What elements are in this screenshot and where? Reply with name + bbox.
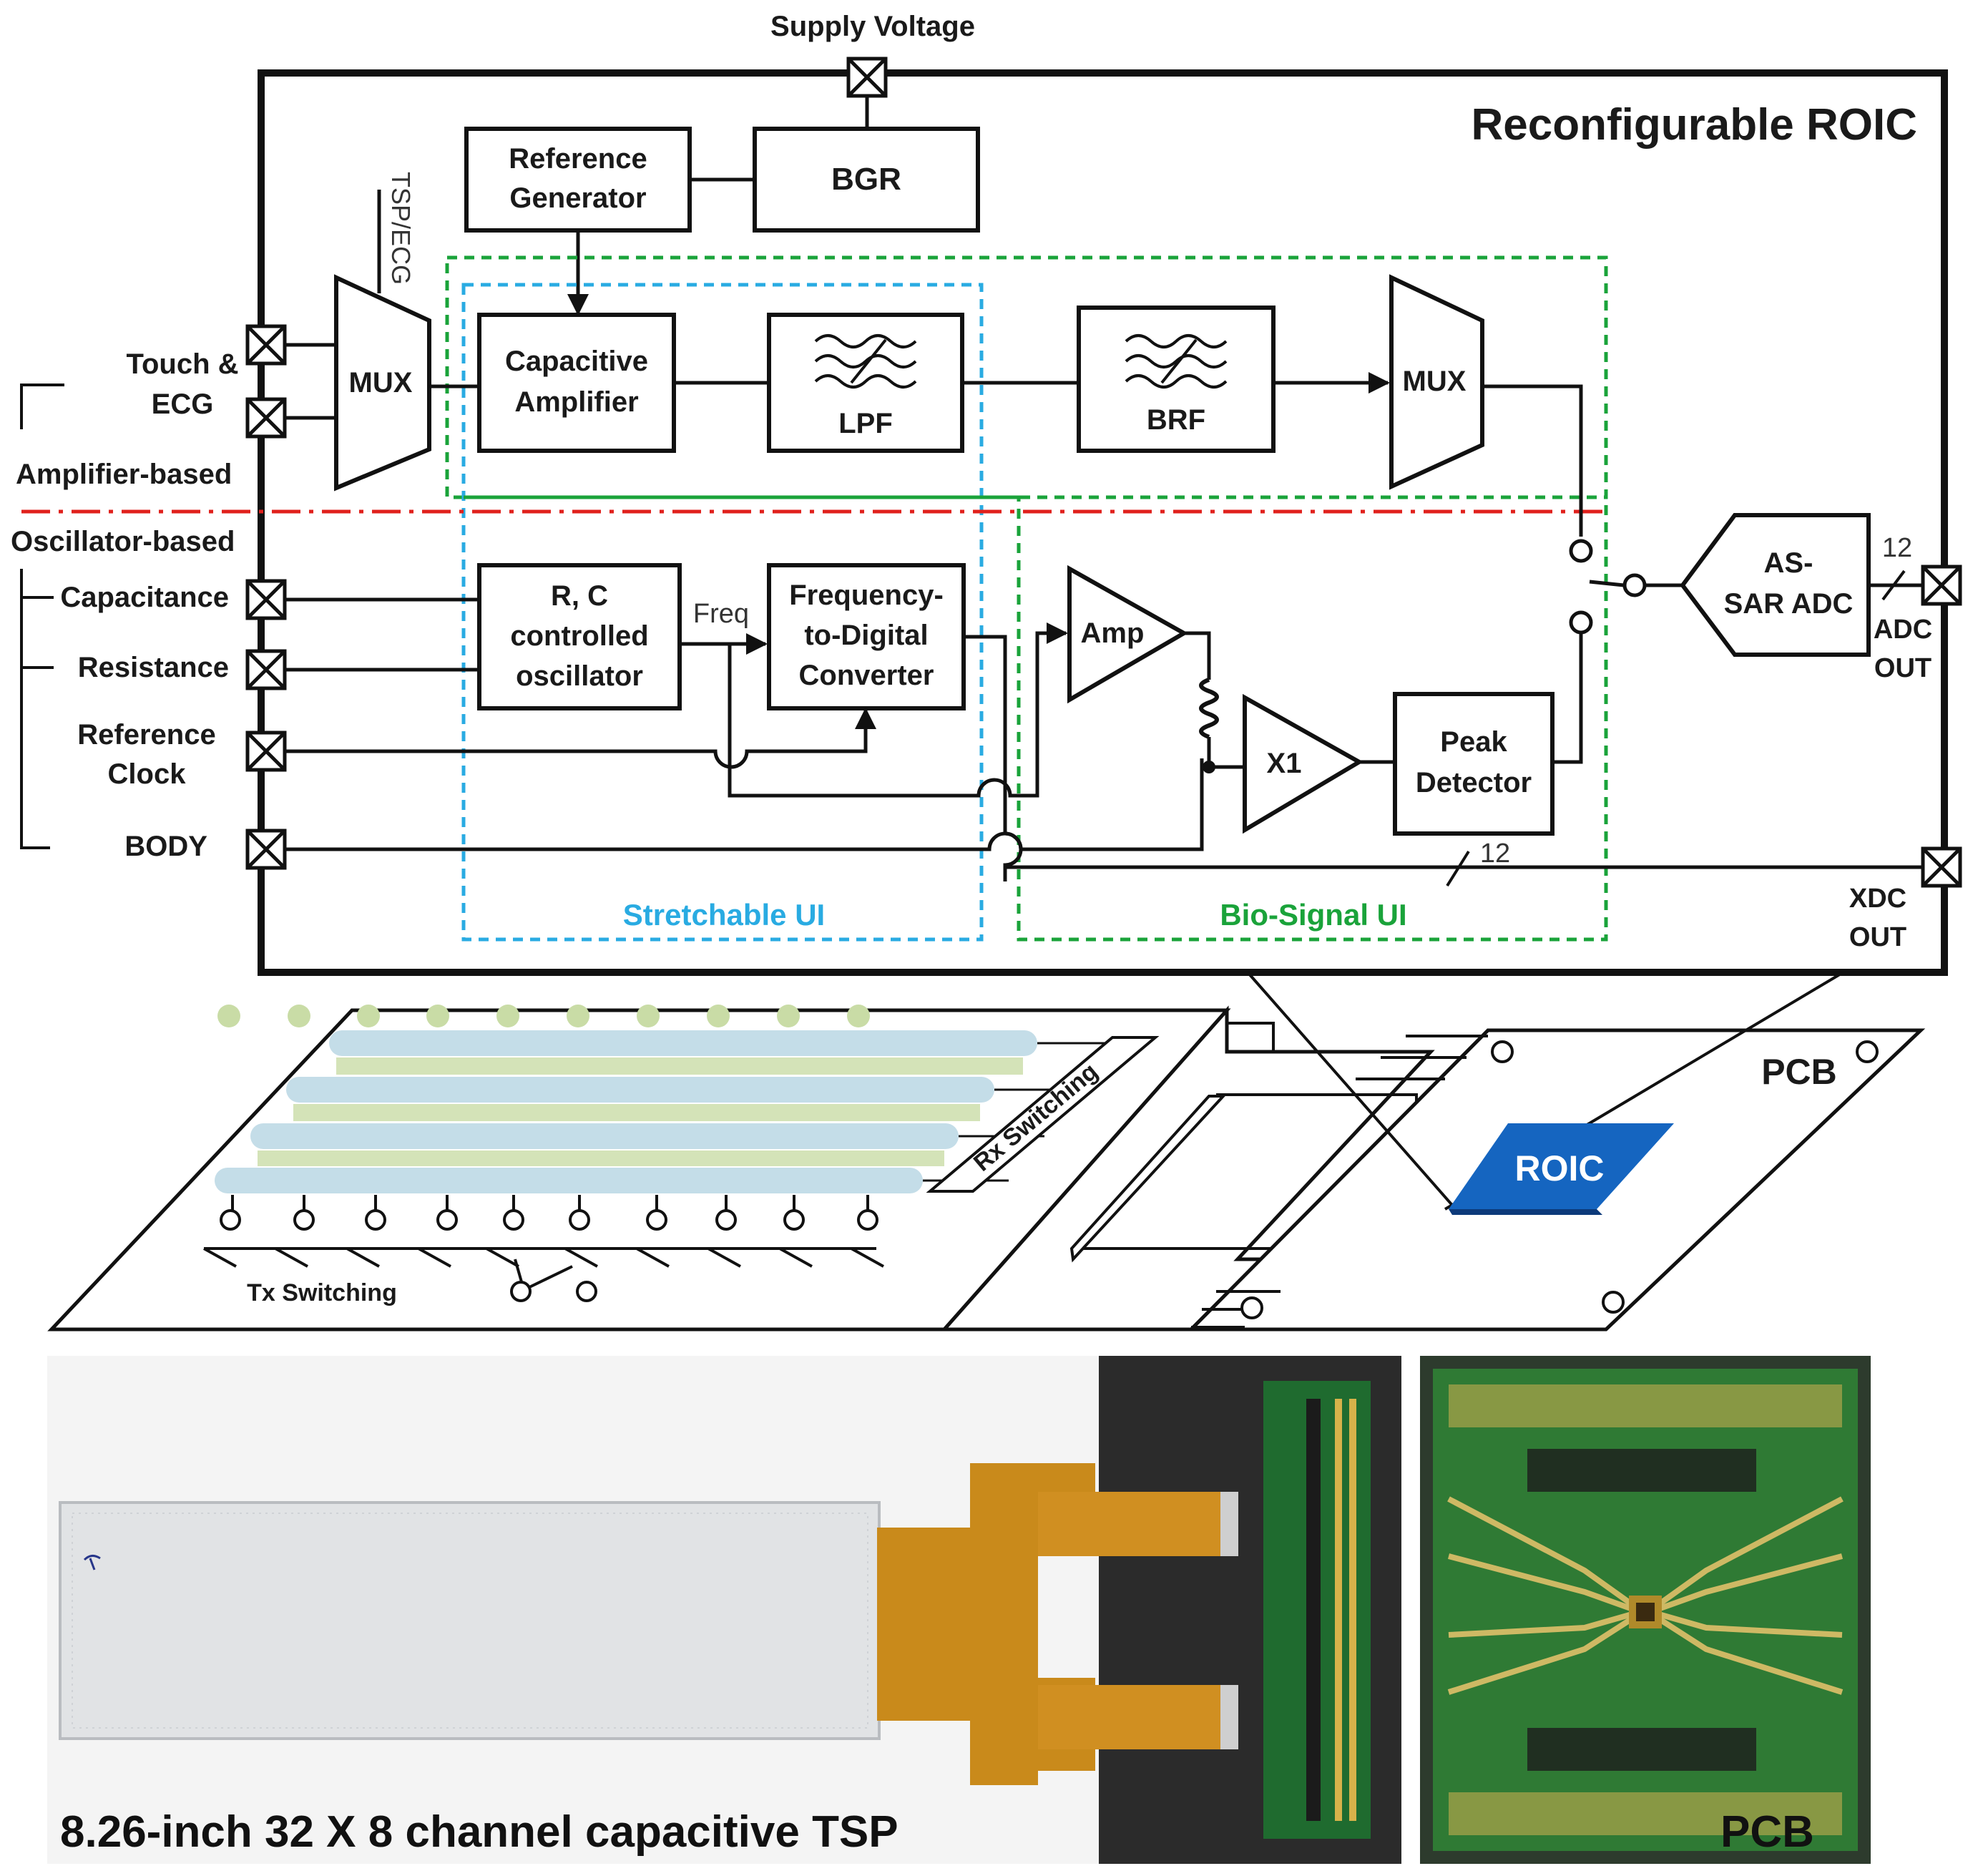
right-mux-label: MUX <box>1403 366 1467 397</box>
reference-generator-label-1: Reference <box>509 143 647 175</box>
xdc-out-label-1: XDC <box>1849 884 1906 914</box>
reference-clock-label-2: Clock <box>108 758 187 790</box>
ecg-pad-icon <box>248 399 285 436</box>
frequency-to-digital-converter-block <box>767 563 966 710</box>
body-label: BODY <box>124 831 207 862</box>
tx-terminals <box>220 1209 878 1231</box>
roic-chip <box>1449 1123 1674 1209</box>
resistor-icon <box>1199 678 1219 739</box>
as-sar-adc-block <box>1680 513 1871 657</box>
brf-label: BRF <box>1147 404 1205 436</box>
oscillator-bracket <box>20 569 50 849</box>
tx-electrodes <box>217 1005 870 1027</box>
capacitive-amplifier-label-2: Amplifier <box>514 386 638 418</box>
tx-switch-terminal-2 <box>576 1281 597 1302</box>
touch-ecg-label-2: ECG <box>152 389 214 420</box>
resistance-label: Resistance <box>78 652 229 683</box>
supply-voltage-label: Supply Voltage <box>770 11 975 42</box>
tsp-photo-caption: 8.26-inch 32 X 8 channel capacitive TSP <box>60 1807 899 1857</box>
stretchable-ui-label: Stretchable UI <box>623 898 825 932</box>
reference-generator-label-2: Generator <box>509 182 646 214</box>
touch-ecg-label-1: Touch & <box>126 348 238 380</box>
roic-border <box>258 69 1948 976</box>
xdc-bus-width: 12 <box>1480 839 1510 869</box>
adc-label-2: SAR ADC <box>1724 588 1854 620</box>
pcb-hole-2 <box>1856 1040 1879 1063</box>
touch-pad-icon <box>248 326 285 363</box>
rx-switching-box <box>926 1036 1160 1193</box>
pcb-photo-caption: PCB <box>1720 1807 1814 1857</box>
pcb-photo: PCB <box>1420 1356 1871 1864</box>
tx-switching-label: Tx Switching <box>247 1279 397 1306</box>
adc-out-pad-icon <box>1923 567 1960 604</box>
bio-signal-region-bottom <box>464 495 1608 942</box>
amplifier-based-label: Amplifier-based <box>16 459 232 490</box>
reference-clock-pad-icon <box>248 733 285 770</box>
peak-detector-block <box>1393 692 1555 836</box>
freq-signal-label: Freq <box>693 599 749 629</box>
switch-terminal-top <box>1569 539 1593 563</box>
roic-title: Reconfigurable ROIC <box>1471 100 1917 150</box>
block-diagram: Reconfigurable ROIC Supply Voltage Refer… <box>11 11 1960 976</box>
pcb-hole-4 <box>1602 1291 1625 1314</box>
xdc-out-label-2: OUT <box>1849 922 1906 952</box>
fdc-label-2: to-Digital <box>804 620 928 651</box>
adc-out-label-1: ADC <box>1874 615 1932 645</box>
reference-clock-label-1: Reference <box>77 719 215 751</box>
rc-oscillator-label-1: R, C <box>551 580 608 612</box>
pcb-hole-3 <box>1240 1296 1263 1319</box>
tsp-photo: 8.26-inch 32 X 8 channel capacitive TSP <box>47 1356 1401 1864</box>
adc-label-1: AS- <box>1764 547 1813 579</box>
x1-label: X1 <box>1267 748 1302 779</box>
x1-buffer-block <box>1243 693 1363 834</box>
xdc-out-pad-icon <box>1923 849 1960 886</box>
pcb-hole-1 <box>1491 1040 1514 1063</box>
right-mux-block <box>1389 274 1484 490</box>
capacitive-amplifier-label-1: Capacitive <box>505 346 648 377</box>
tsp-ecg-label: TSP/ECG <box>386 172 416 285</box>
lpf-label: LPF <box>838 408 893 439</box>
bio-signal-region-top <box>445 255 1608 499</box>
fdc-label-1: Frequency- <box>789 580 944 611</box>
isometric-illustration: Rx Switching <box>47 972 1926 1332</box>
capacitive-amplifier-block <box>477 313 676 453</box>
capacitance-pad-icon <box>248 581 285 618</box>
adc-bus-width: 12 <box>1882 533 1912 563</box>
tx-switch-terminal-1 <box>510 1281 532 1302</box>
bio-signal-ui-label: Bio-Signal UI <box>1220 898 1406 932</box>
rc-oscillator-label-2: controlled <box>510 620 648 652</box>
pcb-illustration-label: PCB <box>1761 1052 1837 1092</box>
resistance-pad-icon <box>248 651 285 688</box>
amp-block <box>1067 565 1189 704</box>
body-pad-icon <box>248 831 285 868</box>
adc-out-label-2: OUT <box>1874 653 1932 683</box>
amp-label: Amp <box>1081 617 1145 649</box>
roic-chip-label: ROIC <box>1515 1148 1605 1188</box>
oscillator-based-label: Oscillator-based <box>11 526 235 557</box>
rx-electrodes <box>215 1030 1037 1193</box>
switch-common-terminal <box>1622 573 1647 597</box>
stretchable-ui-region <box>461 283 984 942</box>
rc-oscillator-label-3: oscillator <box>516 660 643 692</box>
peak-detector-label-2: Detector <box>1416 767 1532 798</box>
bgr-label: BGR <box>831 162 901 197</box>
peak-detector-label-1: Peak <box>1440 726 1507 758</box>
fdc-label-3: Converter <box>799 660 934 691</box>
rc-oscillator-block <box>477 563 682 710</box>
capacitance-label: Capacitance <box>60 582 229 613</box>
supply-pad-icon <box>848 59 886 96</box>
switch-terminal-bottom <box>1569 610 1593 635</box>
left-mux-label: MUX <box>349 367 413 399</box>
brf-block <box>1077 306 1276 453</box>
